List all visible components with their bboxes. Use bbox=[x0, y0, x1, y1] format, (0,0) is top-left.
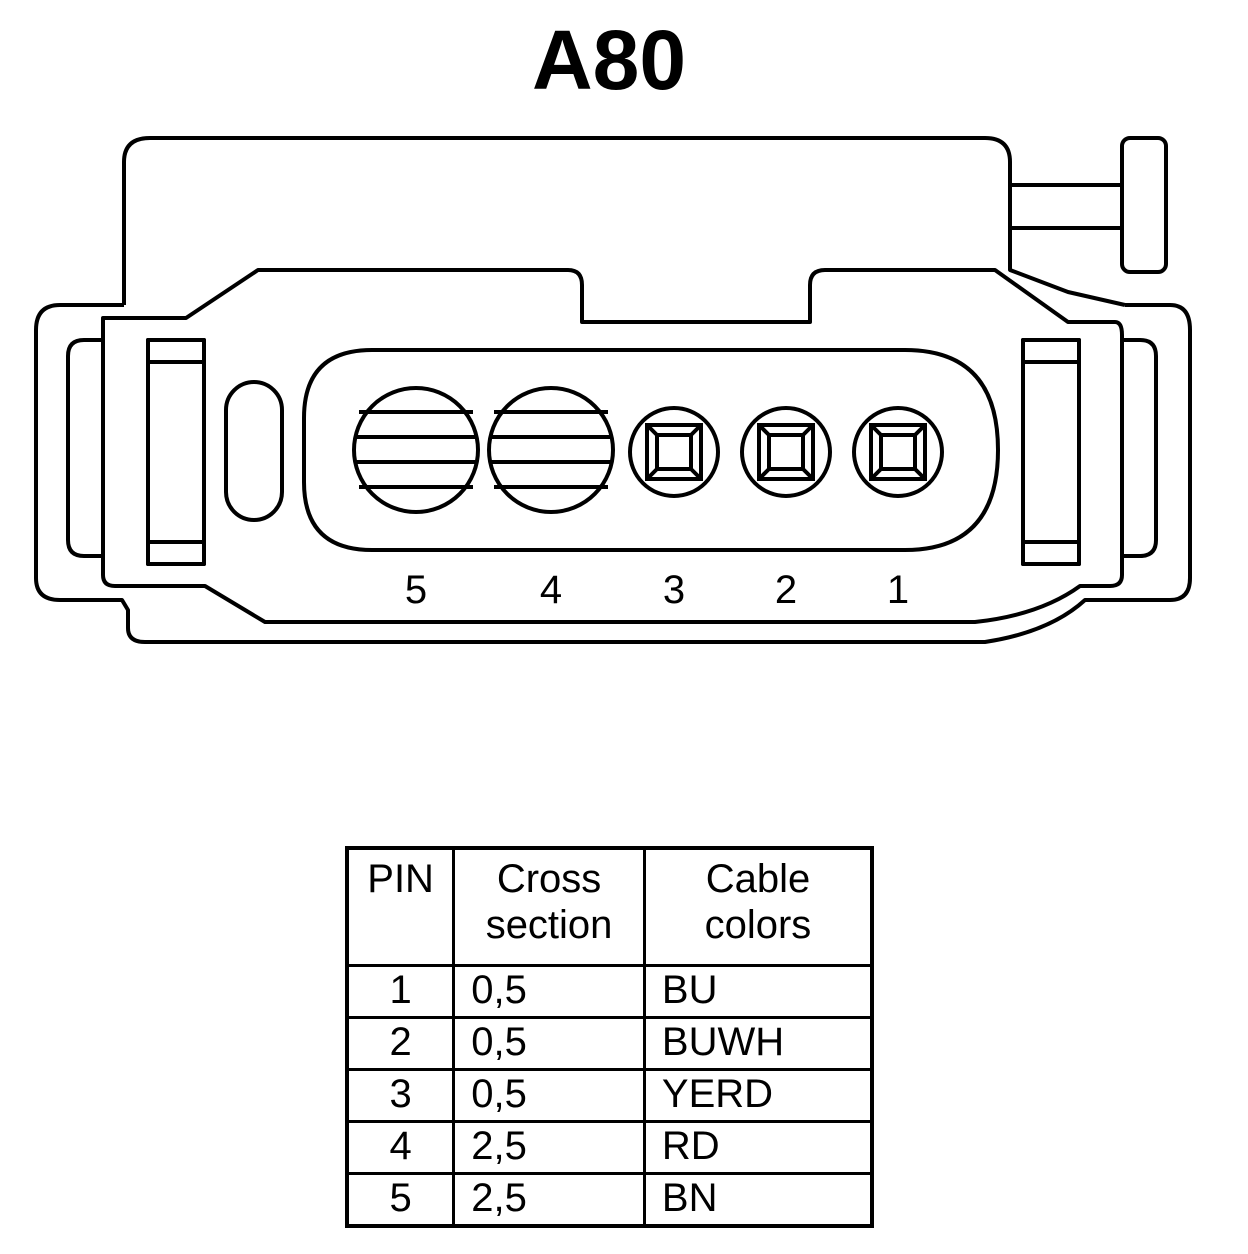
cell-cable-color: RD bbox=[642, 1119, 874, 1175]
pin-label-5: 5 bbox=[405, 568, 427, 612]
pin-label-2: 2 bbox=[775, 568, 797, 612]
cell-pin: 3 bbox=[345, 1067, 456, 1123]
cell-cable-color: YERD bbox=[642, 1067, 874, 1123]
pin-label-3: 3 bbox=[663, 568, 685, 612]
latch-tab bbox=[1120, 136, 1168, 274]
pin-label-1: 1 bbox=[887, 568, 909, 612]
key-slot bbox=[224, 380, 284, 522]
table-row: 4 2,5 RD bbox=[345, 1119, 874, 1175]
housing-top bbox=[122, 136, 1126, 307]
table-row: 2 0,5 BUWH bbox=[345, 1015, 874, 1071]
table-row: 1 0,5 BU bbox=[345, 964, 874, 1019]
pin-1-contact bbox=[852, 406, 944, 498]
housing-inner bbox=[101, 268, 1124, 624]
cell-cross-section: 0,5 bbox=[452, 964, 646, 1019]
connector-title: A80 bbox=[531, 13, 687, 107]
cell-pin: 4 bbox=[345, 1119, 456, 1175]
right-slot bbox=[1021, 338, 1081, 566]
table-row: 5 2,5 BN bbox=[345, 1171, 874, 1228]
pin-5-contact bbox=[352, 386, 480, 514]
connector-drawing: 5 4 3 2 1 bbox=[34, 136, 1192, 644]
pin-3-contact bbox=[628, 406, 720, 498]
cell-cable-color: BUWH bbox=[642, 1015, 874, 1071]
cell-pin: 1 bbox=[345, 964, 456, 1019]
pin-2-contact bbox=[740, 406, 832, 498]
header-pin: PIN bbox=[345, 846, 456, 967]
housing-outer bbox=[34, 303, 1192, 644]
table-row: 3 0,5 YERD bbox=[345, 1067, 874, 1123]
cell-pin: 2 bbox=[345, 1015, 456, 1071]
cell-cross-section: 0,5 bbox=[452, 1067, 646, 1123]
cell-cable-color: BU bbox=[642, 964, 874, 1019]
left-slot bbox=[146, 338, 206, 566]
pin-4-contact bbox=[487, 386, 615, 514]
cell-cross-section: 0,5 bbox=[452, 1015, 646, 1071]
pin-label-4: 4 bbox=[540, 568, 562, 612]
cell-cross-section: 2,5 bbox=[452, 1171, 646, 1228]
cell-pin: 5 bbox=[345, 1171, 456, 1228]
cell-cross-section: 2,5 bbox=[452, 1119, 646, 1175]
contact-cavity bbox=[302, 348, 1000, 552]
cell-cable-color: BN bbox=[642, 1171, 874, 1228]
